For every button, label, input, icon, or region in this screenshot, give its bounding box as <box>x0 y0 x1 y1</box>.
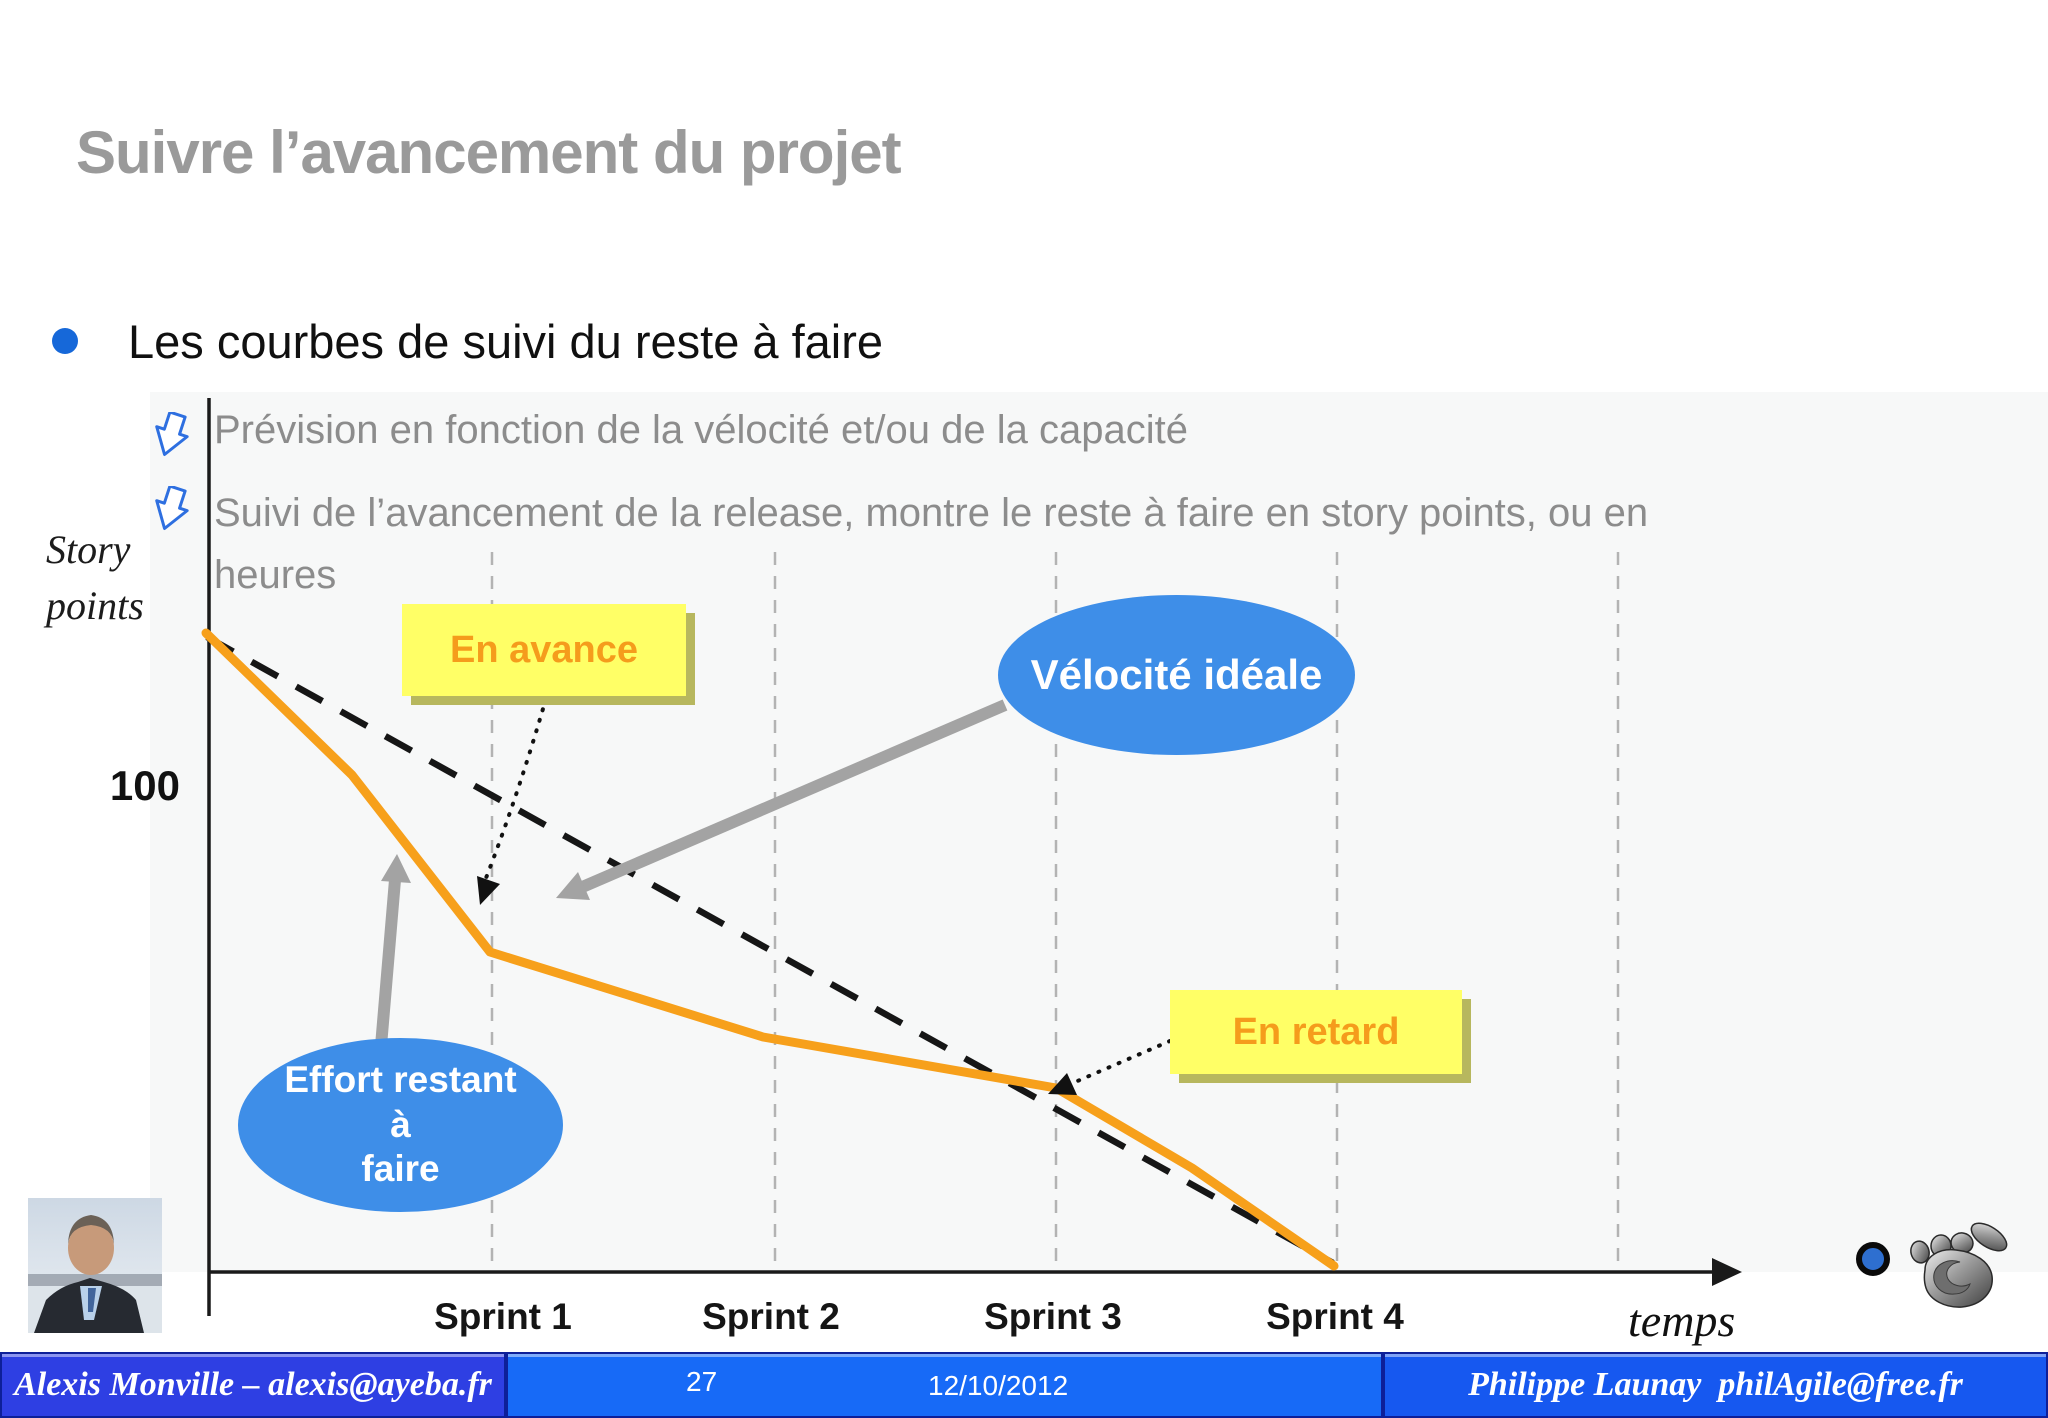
main-bullet-text: Les courbes de suivi du reste à faire <box>128 315 884 368</box>
gnome-foot-logo <box>1910 1222 2008 1308</box>
page-title: Suivre l’avancement du projet <box>76 119 902 186</box>
x-tick-sprint-1: Sprint 1 <box>434 1296 572 1337</box>
ahead-dotted-arrow <box>477 686 551 905</box>
sub-bullet-2-line1: Suivi de l’avancement de la release, mon… <box>214 491 1649 535</box>
slide-date: 12/10/2012 <box>928 1370 1069 1401</box>
bubble-effort-line1: Effort restant <box>284 1059 517 1101</box>
footer-author-left: Alexis Monville – alexis@ayeba.fr <box>0 1352 506 1418</box>
bubble-effort-restant: Effort restant à faire <box>238 1038 563 1212</box>
callout-en-retard-label: En retard <box>1232 1010 1400 1053</box>
x-axis-title: temps <box>1628 1295 1736 1346</box>
y-axis-title-line2: points <box>46 583 144 628</box>
sub-bullet-1-text: Prévision en fonction de la vélocité et/… <box>214 408 1188 452</box>
sub-bullet-2-line2: heures <box>214 553 337 597</box>
blue-dot-icon <box>1856 1242 1890 1276</box>
callout-en-retard: En retard <box>1170 990 1462 1074</box>
speaker-photo <box>28 1198 162 1333</box>
x-tick-sprint-4: Sprint 4 <box>1266 1296 1404 1337</box>
sub-bullet-arrow-icon <box>155 486 189 531</box>
callout-en-avance-label: En avance <box>450 628 638 671</box>
x-tick-sprint-3: Sprint 3 <box>984 1296 1122 1337</box>
effort-pointer-arrow <box>375 854 411 1047</box>
velocity-pointer-arrow <box>556 699 1008 900</box>
sub-bullet-arrow-icon <box>155 412 189 457</box>
bubble-effort-line3: faire <box>361 1148 440 1190</box>
y-tick-100: 100 <box>109 762 180 809</box>
footer-middle-bar <box>506 1352 1383 1418</box>
axes <box>207 398 1742 1316</box>
footer-author-left-text: Alexis Monville – alexis@ayeba.fr <box>14 1366 492 1403</box>
actual-effort-line <box>201 628 1339 1271</box>
bubble-effort-line2: à <box>390 1103 411 1145</box>
callout-en-avance: En avance <box>402 604 686 696</box>
ideal-velocity-line <box>205 634 1335 1266</box>
behind-dotted-arrow <box>1048 1039 1172 1095</box>
y-axis-title: Story points <box>46 522 144 634</box>
bubble-velocite-ideale: Vélocité idéale <box>998 595 1355 755</box>
footer-author-right-text: Philippe Launay philAgile@free.fr <box>1468 1366 1963 1403</box>
x-axis-arrowhead <box>1712 1258 1742 1286</box>
bubble-velocite-label: Vélocité idéale <box>1030 651 1323 698</box>
footer-author-right: Philippe Launay philAgile@free.fr <box>1383 1352 2048 1418</box>
y-axis-title-line1: Story <box>46 527 131 572</box>
bullet-dot-icon <box>52 328 78 354</box>
sub-bullet-2-text: Suivi de l’avancement de la release, mon… <box>214 482 1648 606</box>
page-number: 27 <box>686 1366 718 1397</box>
x-tick-sprint-2: Sprint 2 <box>702 1296 840 1337</box>
